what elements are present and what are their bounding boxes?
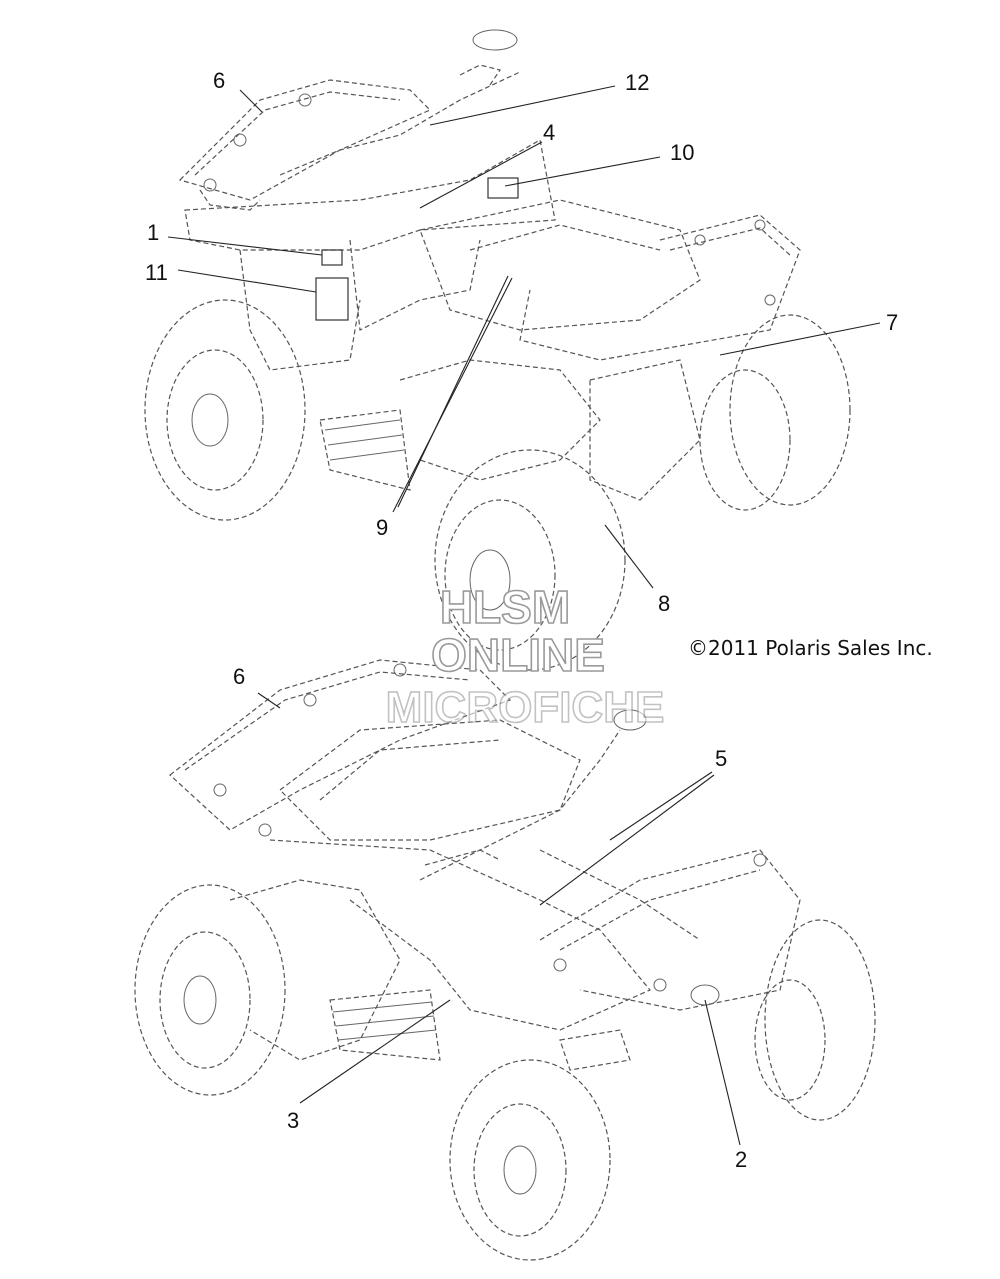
callout-7: 7 (886, 310, 898, 335)
decal-1-rect (321, 249, 343, 266)
copyright-notice: ©2011 Polaris Sales Inc. (688, 636, 933, 660)
callout-2: 2 (735, 1147, 747, 1172)
callout-6-bottom: 6 (233, 664, 245, 689)
callout-3: 3 (287, 1108, 299, 1133)
callout-8: 8 (658, 591, 670, 616)
callout-1: 1 (147, 220, 159, 245)
callout-6-top: 6 (213, 68, 225, 93)
watermark: HLSM ONLINE MICROFICHE (385, 580, 665, 733)
decal-10-rect (487, 177, 519, 199)
top-atv-illustration (144, 29, 851, 671)
callout-labels: 6 12 4 10 1 11 7 9 8 6 5 3 2 (145, 68, 898, 1172)
callout-4: 4 (543, 120, 555, 145)
decal-11-rect (315, 277, 349, 321)
bottom-atv-illustration (134, 659, 876, 1261)
callout-9: 9 (376, 515, 388, 540)
watermark-line-1: HLSM (440, 581, 570, 633)
watermark-line-3: MICROFICHE (386, 683, 665, 732)
callout-10: 10 (670, 140, 694, 165)
leader-lines (167, 85, 881, 1146)
watermark-line-2: ONLINE (431, 629, 605, 681)
callout-5: 5 (715, 746, 727, 771)
callout-12: 12 (625, 70, 649, 95)
callout-11: 11 (145, 260, 168, 285)
